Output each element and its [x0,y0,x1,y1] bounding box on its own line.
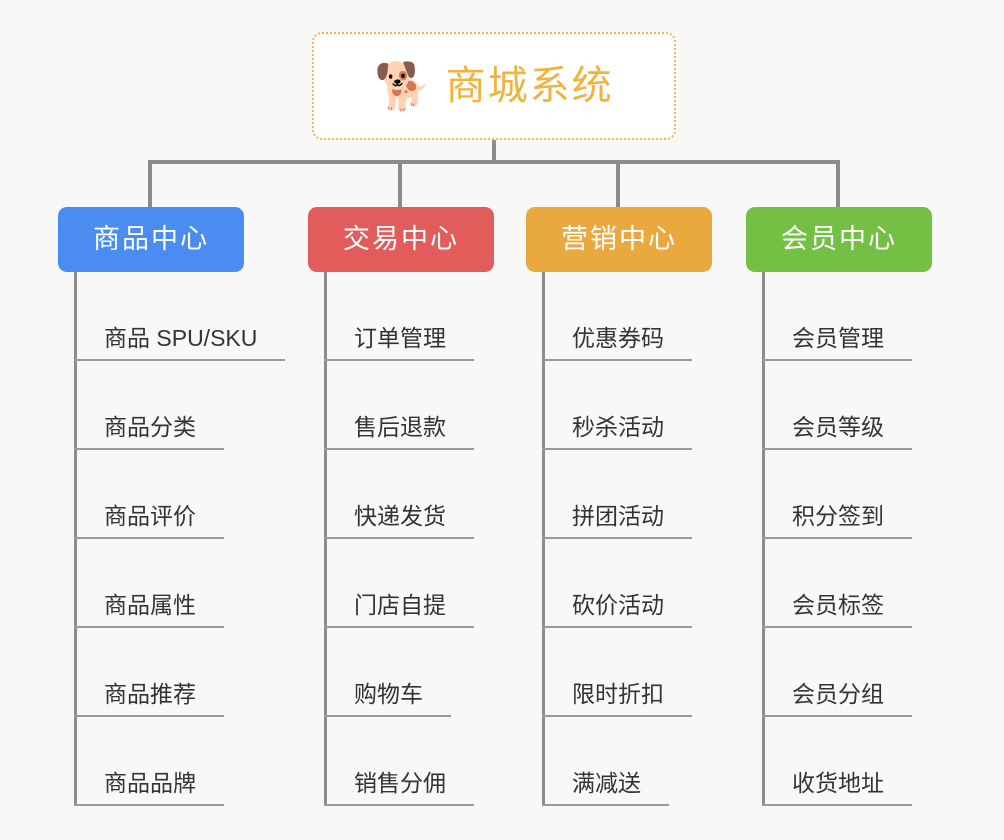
leaf-item[interactable]: 商品品牌 [74,717,244,806]
leaf-item-label: 购物车 [324,683,451,717]
leaf-item-label: 会员等级 [762,416,912,450]
leaf-item[interactable]: 会员等级 [762,361,932,450]
leaf-trunk-line [74,272,77,806]
leaf-item-label: 商品评价 [74,505,224,539]
leaf-list: 优惠券码秒杀活动拼团活动砍价活动限时折扣满减送 [542,272,712,806]
leaf-item-label: 满减送 [542,772,669,806]
leaf-item-label: 优惠券码 [542,327,692,361]
category-header[interactable]: 商品中心 [58,207,244,272]
leaf-item[interactable]: 会员标签 [762,539,932,628]
leaf-item[interactable]: 商品分类 [74,361,244,450]
leaf-item[interactable]: 快递发货 [324,450,494,539]
leaf-item[interactable]: 积分签到 [762,450,932,539]
leaf-item[interactable]: 会员管理 [762,272,932,361]
category-column: 会员中心会员管理会员等级积分签到会员标签会员分组收货地址 [746,207,932,806]
leaf-item-label: 限时折扣 [542,683,692,717]
category-column: 营销中心优惠券码秒杀活动拼团活动砍价活动限时折扣满减送 [526,207,712,806]
leaf-item[interactable]: 售后退款 [324,361,494,450]
leaf-item[interactable]: 商品推荐 [74,628,244,717]
connector-drop-4 [836,160,840,209]
category-header[interactable]: 营销中心 [526,207,712,272]
leaf-list: 商品 SPU/SKU 商品分类商品评价商品属性商品推荐商品品牌 [74,272,286,806]
connector-drop-1 [148,160,152,209]
leaf-item[interactable]: 商品属性 [74,539,244,628]
category-header-label: 会员中心 [781,224,897,254]
leaf-item-label: 会员标签 [762,594,912,628]
leaf-item-label: 砍价活动 [542,594,692,628]
category-column: 商品中心商品 SPU/SKU 商品分类商品评价商品属性商品推荐商品品牌 [58,207,286,806]
leaf-item[interactable]: 砍价活动 [542,539,712,628]
root-title: 商城系统 [445,64,614,108]
leaf-item-label: 销售分佣 [324,772,474,806]
category-header[interactable]: 交易中心 [308,207,494,272]
leaf-item[interactable]: 拼团活动 [542,450,712,539]
leaf-item-label: 积分签到 [762,505,912,539]
leaf-item[interactable]: 门店自提 [324,539,494,628]
connector-drop-3 [616,160,620,209]
connector-drop-2 [398,160,402,209]
category-header-label: 营销中心 [561,224,677,254]
leaf-trunk-line [762,272,765,806]
shiba-dog-face-icon: 🐕 [374,60,432,112]
category-header-label: 商品中心 [93,224,209,254]
leaf-item-label: 门店自提 [324,594,474,628]
leaf-list: 订单管理售后退款快递发货门店自提购物车销售分佣 [324,272,494,806]
connector-horizontal-bus [148,160,840,164]
leaf-item-label: 收货地址 [762,772,912,806]
leaf-item[interactable]: 会员分组 [762,628,932,717]
leaf-item-label: 会员分组 [762,683,912,717]
leaf-item[interactable]: 优惠券码 [542,272,712,361]
leaf-item[interactable]: 订单管理 [324,272,494,361]
leaf-item-label: 快递发货 [324,505,474,539]
root-node[interactable]: 🐕 商城系统 [312,32,676,140]
leaf-item[interactable]: 限时折扣 [542,628,712,717]
leaf-item-label: 商品品牌 [74,772,224,806]
leaf-item[interactable]: 满减送 [542,717,712,806]
leaf-item-label: 商品推荐 [74,683,224,717]
leaf-item[interactable]: 商品 SPU/SKU [74,272,286,361]
connector-root-stem [492,139,496,164]
leaf-trunk-line [324,272,327,806]
leaf-item-label: 会员管理 [762,327,912,361]
leaf-item[interactable]: 购物车 [324,628,494,717]
leaf-item-label: 拼团活动 [542,505,692,539]
leaf-item-label: 售后退款 [324,416,474,450]
category-column: 交易中心订单管理售后退款快递发货门店自提购物车销售分佣 [308,207,494,806]
leaf-item[interactable]: 收货地址 [762,717,932,806]
leaf-list: 会员管理会员等级积分签到会员标签会员分组收货地址 [762,272,932,806]
category-header-label: 交易中心 [343,224,459,254]
leaf-item[interactable]: 商品评价 [74,450,244,539]
leaf-item-label: 秒杀活动 [542,416,692,450]
leaf-item-label: 商品分类 [74,416,224,450]
category-header[interactable]: 会员中心 [746,207,932,272]
leaf-item-label: 订单管理 [324,327,474,361]
leaf-item-label: 商品 SPU/SKU [74,327,286,361]
leaf-item[interactable]: 销售分佣 [324,717,494,806]
leaf-item[interactable]: 秒杀活动 [542,361,712,450]
leaf-trunk-line [542,272,545,806]
leaf-item-label: 商品属性 [74,594,224,628]
